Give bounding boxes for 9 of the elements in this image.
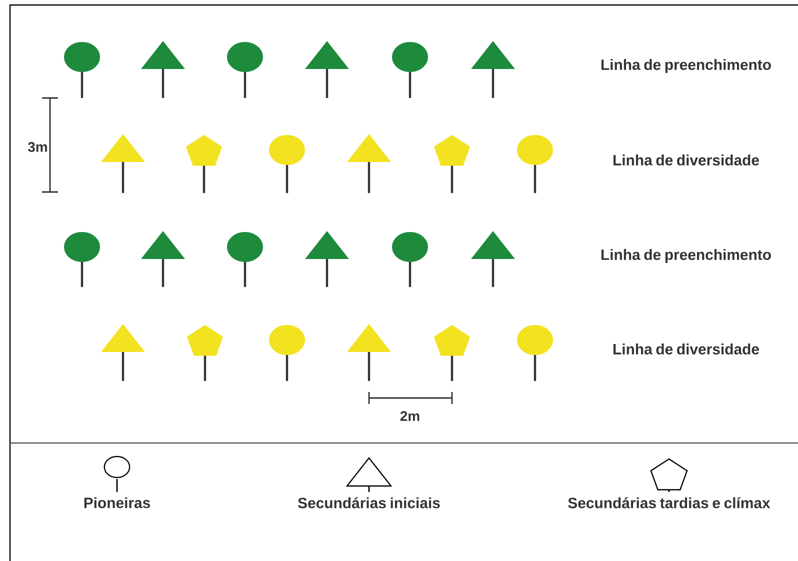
- dimension-label: 3m: [28, 142, 47, 152]
- dimension-label: 2m: [400, 411, 420, 421]
- legend-label: Pioneiras: [84, 497, 150, 508]
- row-label: Linha de preenchimento: [601, 59, 771, 73]
- row-label: Linha de preenchimento: [601, 249, 771, 263]
- row-label: Linha de diversidade: [614, 154, 759, 166]
- legend-label: Secundárias tardias e clímax: [568, 497, 770, 508]
- row-label: Linha de diversidade: [614, 344, 759, 354]
- legend-label: Secundárias iniciais: [298, 497, 440, 508]
